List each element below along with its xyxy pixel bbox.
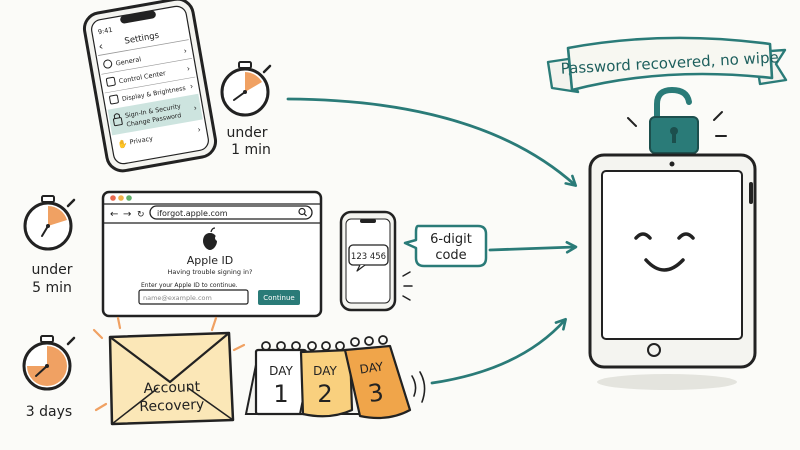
envelope-icon <box>92 316 246 426</box>
search-icon[interactable] <box>298 207 307 217</box>
lock-icon <box>112 117 123 127</box>
email-field-placeholder: name@example.com <box>143 294 212 302</box>
apple-id-subheading: Having trouble signing in? <box>168 268 253 276</box>
calendar-day-word: DAY <box>313 364 337 378</box>
calendar-day-3: DAY 3 <box>343 335 426 420</box>
apple-id-prompt: Enter your Apple ID to continue. <box>141 282 238 289</box>
timer-1-line2: 1 min <box>231 142 271 158</box>
chevron-right-icon: › <box>197 125 202 134</box>
apple-logo-icon <box>203 227 221 250</box>
continue-button-label: Continue <box>263 294 294 302</box>
calendar-day-2: DAY 2 <box>298 341 362 418</box>
settings-row-label: Privacy <box>129 134 154 146</box>
address-bar-url: iforgot.apple.com <box>157 209 228 218</box>
calendar-day-number: 1 <box>273 380 288 408</box>
banner: Password recovered, no wipe <box>546 36 788 94</box>
calendar-day-number: 2 <box>317 380 332 408</box>
back-chevron-icon: ‹ <box>97 40 104 54</box>
arrow-recovery-to-ipad <box>430 317 567 385</box>
envelope-line1: Account <box>143 379 201 397</box>
close-dot[interactable] <box>110 195 116 201</box>
stopwatch-icon <box>22 335 76 391</box>
stopwatch-icon <box>220 61 272 117</box>
minimize-dot[interactable] <box>118 195 124 201</box>
stopwatch-icon <box>23 195 76 251</box>
calendar-day-word: DAY <box>359 359 385 376</box>
smiley-face-icon <box>634 232 695 272</box>
arrow-code-to-ipad <box>488 240 578 254</box>
address-bar[interactable] <box>149 205 313 220</box>
code-callout-line2: code <box>435 248 466 263</box>
unlocked-padlock-icon <box>627 86 727 154</box>
code-message-bubble <box>348 244 389 266</box>
chevron-right-icon: › <box>186 64 191 73</box>
code-callout-line1: 6-digit <box>430 232 472 247</box>
control-center-icon <box>105 76 116 87</box>
chevron-right-icon: › <box>183 46 188 55</box>
phone-status-time: 9:41 <box>97 26 113 36</box>
phone-settings: 9:41 ‹ Settings General › Control Center… <box>82 0 218 173</box>
apple-id-heading: Apple ID <box>187 254 234 267</box>
settings-row-sign-in-security[interactable]: Sign-In & Security Change Password › <box>107 93 203 136</box>
verification-code: 123 456 <box>351 252 386 262</box>
calendar-day-word: DAY <box>269 364 293 378</box>
phone-with-code: 123 456 <box>339 210 413 312</box>
email-field[interactable] <box>138 289 249 305</box>
arrow-settings-to-ipad <box>286 97 578 187</box>
maximize-dot[interactable] <box>126 195 132 201</box>
forward-arrow-icon[interactable]: → <box>123 209 131 220</box>
timer-1-line1: under <box>226 125 267 141</box>
back-arrow-icon[interactable]: ← <box>110 209 118 220</box>
timer-2-line2: 5 min <box>32 280 72 296</box>
browser-window: ← → ↻ iforgot.apple.com Apple ID Having … <box>101 190 323 318</box>
envelope-line2: Recovery <box>139 397 204 415</box>
timer-3-label: 3 days <box>26 404 72 420</box>
display-icon <box>109 94 119 105</box>
gear-icon <box>103 59 113 69</box>
reload-icon[interactable]: ↻ <box>137 210 145 220</box>
chevron-right-icon: › <box>189 82 194 91</box>
settings-row-privacy[interactable]: ✋ Privacy › <box>117 125 202 149</box>
calendar-day-number: 3 <box>366 378 385 408</box>
code-callout: 6-digit code <box>403 224 488 268</box>
timer-2-line1: under <box>31 262 72 278</box>
hand-icon: ✋ <box>117 138 129 150</box>
continue-button[interactable] <box>258 290 300 305</box>
ipad-device <box>588 153 757 390</box>
chevron-right-icon: › <box>193 103 198 112</box>
